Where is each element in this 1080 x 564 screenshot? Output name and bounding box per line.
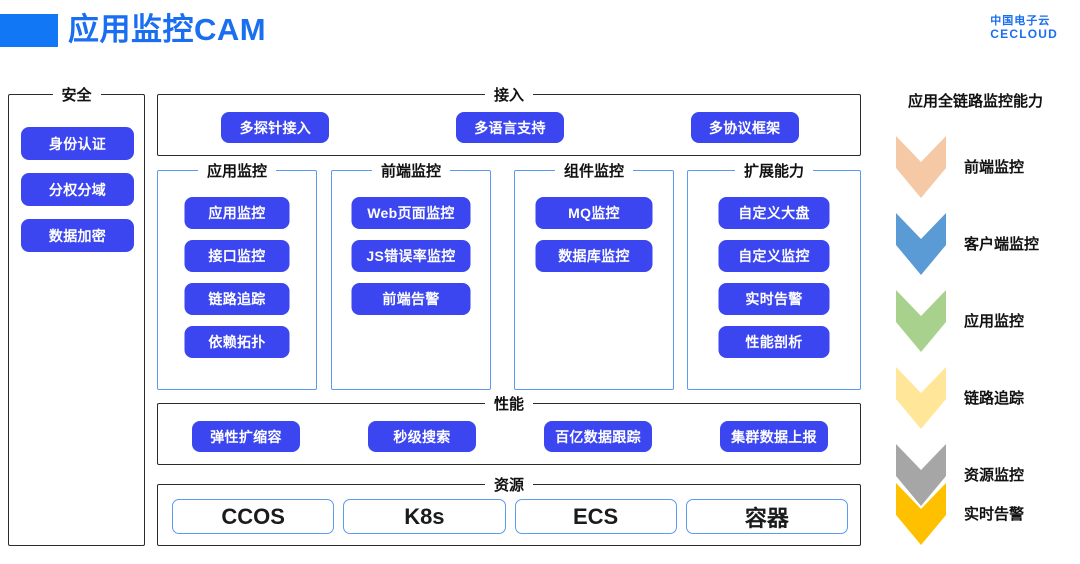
application-monitoring-item-list: 应用监控 接口监控 链路追踪 依赖拓扑: [184, 197, 290, 358]
security-item-list: 身份认证 分权分域 数据加密: [21, 127, 134, 252]
chevron-shape-0: [896, 135, 946, 198]
access-item-2[interactable]: 多协议框架: [690, 112, 799, 143]
performance-slot-0: 弹性扩缩容: [158, 421, 334, 452]
app-item-0[interactable]: 应用监控: [184, 197, 290, 229]
capability-label-0: 前端监控: [964, 159, 1025, 176]
extension-capability-item-list: 自定义大盘 自定义监控 实时告警 性能剖析: [718, 197, 830, 358]
panel-frontend-monitoring: 前端监控 Web页面监控 JS错误率监控 前端告警: [331, 160, 491, 390]
logo-text-en: CECLOUD: [990, 26, 1058, 41]
performance-slot-2: 百亿数据跟踪: [510, 421, 686, 452]
access-slot-2: 多协议框架: [627, 112, 862, 143]
capability-label-4: 资源监控: [964, 467, 1025, 484]
capability-row-4: 资源监控: [896, 442, 1080, 507]
component-monitoring-item-list: MQ监控 数据库监控: [535, 197, 653, 272]
panel-frontend-monitoring-title: 前端监控: [371, 160, 451, 181]
performance-slot-1: 秒级搜索: [334, 421, 510, 452]
frontend-monitoring-item-list: Web页面监控 JS错误率监控 前端告警: [351, 197, 471, 315]
panel-performance-title: 性能: [484, 393, 534, 414]
access-item-1[interactable]: 多语言支持: [456, 112, 564, 143]
capability-label-2: 应用监控: [964, 313, 1025, 330]
app-item-1[interactable]: 接口监控: [184, 240, 290, 272]
component-item-1[interactable]: 数据库监控: [535, 240, 653, 272]
logo-text-cn: 中国电子云: [990, 15, 1051, 27]
chevron-down-icon: [896, 289, 946, 352]
panel-application-monitoring: 应用监控 应用监控 接口监控 链路追踪 依赖拓扑: [157, 160, 317, 390]
capability-label-3: 链路追踪: [964, 390, 1025, 407]
extension-item-3[interactable]: 性能剖析: [718, 326, 830, 358]
performance-item-2[interactable]: 百亿数据跟踪: [544, 421, 652, 452]
capability-list: 应用全链路监控能力 前端监控 客户端监控 应用监控 链路追踪: [884, 86, 1080, 556]
panel-performance: 性能 弹性扩缩容 秒级搜索 百亿数据跟踪 集群数据上报: [157, 393, 862, 465]
access-item-list: 多探针接入 多语言支持 多协议框架: [158, 112, 862, 143]
panel-application-monitoring-title: 应用监控: [197, 160, 277, 181]
performance-item-0[interactable]: 弹性扩缩容: [192, 421, 300, 452]
resource-item-2[interactable]: ECS: [514, 499, 677, 534]
app-item-3[interactable]: 依赖拓扑: [184, 326, 290, 358]
chevron-down-icon: [896, 443, 946, 506]
performance-item-list: 弹性扩缩容 秒级搜索 百亿数据跟踪 集群数据上报: [158, 421, 862, 452]
panel-security-title: 安全: [52, 84, 101, 105]
panel-extension-capability: 扩展能力 自定义大盘 自定义监控 实时告警 性能剖析: [687, 160, 861, 390]
panel-access: 接入 多探针接入 多语言支持 多协议框架: [157, 84, 862, 156]
resource-item-0[interactable]: CCOS: [172, 499, 335, 534]
header-accent-block: [0, 14, 58, 47]
capability-row-2: 应用监控: [896, 288, 1080, 353]
extension-item-0[interactable]: 自定义大盘: [718, 197, 830, 229]
component-item-0[interactable]: MQ监控: [535, 197, 653, 229]
panel-component-monitoring: 组件监控 MQ监控 数据库监控: [514, 160, 674, 390]
security-item-0[interactable]: 身份认证: [21, 127, 134, 160]
panel-extension-capability-title: 扩展能力: [734, 160, 814, 181]
chevron-shape-4: [896, 443, 946, 506]
chevron-shape-1: [896, 212, 946, 275]
access-item-0[interactable]: 多探针接入: [221, 112, 330, 143]
app-item-2[interactable]: 链路追踪: [184, 283, 290, 315]
resource-item-1[interactable]: K8s: [343, 499, 506, 534]
security-item-2[interactable]: 数据加密: [21, 219, 134, 252]
capability-row-0: 前端监控: [896, 134, 1080, 199]
panel-resource-title: 资源: [484, 474, 534, 495]
access-slot-1: 多语言支持: [393, 112, 628, 143]
capability-label-1: 客户端监控: [964, 236, 1040, 253]
extension-item-1[interactable]: 自定义监控: [718, 240, 830, 272]
access-slot-0: 多探针接入: [158, 112, 393, 143]
chevron-down-icon: [896, 366, 946, 429]
performance-slot-3: 集群数据上报: [686, 421, 862, 452]
chevron-down-icon: [896, 212, 946, 275]
panel-access-title: 接入: [484, 84, 534, 105]
extension-item-2[interactable]: 实时告警: [718, 283, 830, 315]
logo-text: 中国电子云 CECLOUD: [990, 15, 1058, 41]
panel-component-monitoring-title: 组件监控: [554, 160, 634, 181]
performance-item-1[interactable]: 秒级搜索: [368, 421, 476, 452]
capability-row-5: 实时告警: [896, 481, 1080, 546]
frontend-item-0[interactable]: Web页面监控: [351, 197, 471, 229]
page-header: 应用监控CAM 中国电子云 CECLOUD: [0, 0, 1080, 62]
chevron-shape-3: [896, 366, 946, 429]
resource-item-list: CCOS K8s ECS 容器: [172, 499, 848, 534]
performance-item-3[interactable]: 集群数据上报: [720, 421, 828, 452]
cecloud-logo: 中国电子云 CECLOUD: [953, 15, 1058, 41]
frontend-item-2[interactable]: 前端告警: [351, 283, 471, 315]
chevron-down-icon: [896, 135, 946, 198]
resource-item-3[interactable]: 容器: [685, 499, 848, 534]
page-title: 应用监控CAM: [68, 12, 267, 47]
chevron-shape-5: [896, 482, 946, 545]
capability-row-1: 客户端监控: [896, 211, 1080, 276]
panel-security: 安全 身份认证 分权分域 数据加密: [8, 84, 145, 546]
capability-label-5: 实时告警: [964, 506, 1025, 523]
chevron-down-icon: [896, 482, 946, 545]
capability-list-title: 应用全链路监控能力: [908, 93, 1044, 110]
capability-row-3: 链路追踪: [896, 365, 1080, 430]
panel-resource: 资源 CCOS K8s ECS 容器: [157, 474, 861, 546]
frontend-item-1[interactable]: JS错误率监控: [351, 240, 471, 272]
chevron-shape-2: [896, 289, 946, 352]
security-item-1[interactable]: 分权分域: [21, 173, 134, 206]
cc-logo-icon: [953, 16, 983, 40]
